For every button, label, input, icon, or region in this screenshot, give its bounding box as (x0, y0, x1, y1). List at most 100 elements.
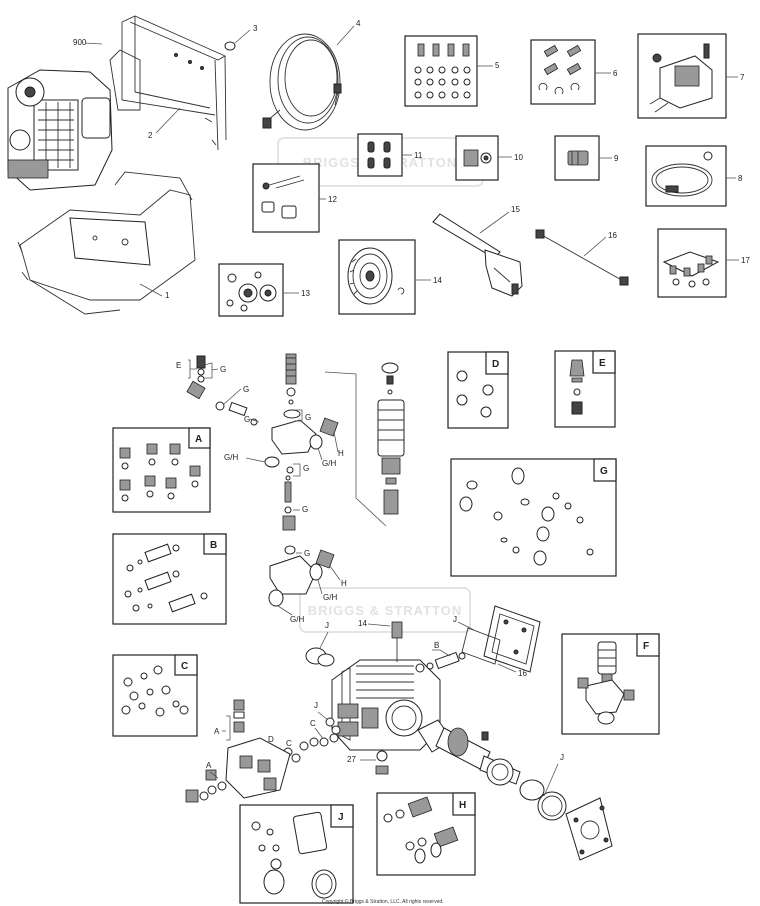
callout-3: 3 (253, 24, 258, 33)
unloader-valve-part (577, 641, 635, 725)
oring-part-3 (224, 41, 236, 51)
callout-12: 12 (328, 195, 337, 204)
kit-17-parts (662, 251, 720, 288)
callout-1: 1 (165, 291, 170, 300)
kit-label-gh-1: G/H (322, 459, 336, 468)
kit-h-parts (383, 796, 459, 864)
kit-e-letter: E (599, 358, 606, 369)
kit-f-tab (636, 633, 660, 657)
frame-base-part (17, 171, 196, 315)
oil-seal-part-j (305, 647, 335, 667)
kit-h-tab (452, 792, 476, 816)
kit-b-parts (124, 543, 208, 613)
kit-label-g-3: G (244, 415, 250, 424)
callout-10: 10 (514, 153, 523, 162)
copyright-text: Copyright © Briggs & Stratton, LLC. All … (322, 898, 444, 905)
rear-cover-part (461, 605, 541, 673)
kit-8-box (645, 145, 727, 207)
kit-label-gh-4: G/H (290, 615, 304, 624)
kit-j-letter: J (338, 812, 344, 823)
kit-11-box (357, 133, 403, 177)
kit-c-parts (121, 665, 189, 717)
kit-5-parts (414, 43, 471, 99)
kit-a-tab (188, 427, 211, 449)
kit-label-d: D (268, 735, 274, 744)
kit-label-j-3: J (314, 701, 318, 710)
callout-5: 5 (495, 61, 500, 70)
callout-14: 14 (433, 276, 442, 285)
callout-17: 17 (741, 256, 750, 265)
kit-g-parts (459, 467, 594, 566)
kit-e-parts (569, 359, 585, 415)
kit-label-j-4: J (560, 753, 564, 762)
kit-6-parts (538, 44, 582, 95)
kit-label-c-1: C (310, 719, 316, 728)
kit-label-c-2: C (286, 739, 292, 748)
pump-housing-part (331, 659, 441, 751)
callout-4: 4 (356, 19, 361, 28)
kit-label-gh-3: G/H (323, 593, 337, 602)
kit-label-g-1: G (220, 365, 226, 374)
pump-callout-27: 27 (347, 755, 356, 764)
wheel-part (347, 247, 405, 305)
kit-d-parts (456, 370, 494, 418)
kit-label-g-6: G (302, 505, 308, 514)
kit-b-tab (203, 533, 227, 555)
callout-15: 15 (511, 205, 520, 214)
kit-d-tab (485, 351, 509, 375)
kit-a-parts (119, 443, 201, 502)
wheel-bearing-part (226, 271, 277, 312)
kit-g-box (450, 458, 617, 577)
suction-hose-part (651, 151, 713, 197)
callout-900: 900 (73, 38, 87, 47)
spray-gun-part (432, 213, 523, 297)
kit-a-letter: A (195, 434, 202, 445)
kit-f-letter: F (643, 641, 649, 652)
kit-label-b-pump: B (434, 641, 439, 650)
kit-label-g-2: G (243, 385, 249, 394)
dipstick-part (391, 621, 403, 662)
kit-c-letter: C (181, 661, 188, 672)
kit-h-letter: H (459, 800, 466, 811)
pump-assembly-part (649, 43, 713, 113)
fitting-part-10 (463, 149, 492, 167)
kit-g-tab (593, 458, 617, 482)
kit-j-parts (251, 811, 337, 899)
crankshaft-part (417, 719, 521, 786)
callout-2: 2 (148, 131, 153, 140)
kit-label-j-2: J (325, 621, 329, 630)
handle-frame-part (109, 15, 227, 151)
svg-text:BRIGGS & STRATTON: BRIGGS & STRATTON (308, 603, 462, 618)
seal-kit-b-exploded (415, 651, 466, 673)
callout-16: 16 (608, 231, 617, 240)
kit-label-a-2: A (206, 761, 212, 770)
pump-callout-16: 16 (518, 669, 527, 678)
callout-8: 8 (738, 174, 743, 183)
callout-9: 9 (614, 154, 619, 163)
wand-part (535, 229, 629, 286)
callout-13: 13 (301, 289, 310, 298)
kit-j-tab (330, 804, 354, 828)
kit-label-j-1: J (453, 615, 457, 624)
kit-c-tab (174, 654, 198, 676)
kit-label-g-4: G (305, 413, 311, 422)
nozzle-set-part (367, 141, 391, 169)
pump-callout-14: 14 (358, 619, 367, 628)
pump-head-part (185, 699, 291, 803)
callout-11: 11 (414, 151, 423, 160)
bolt-kit-part-12 (261, 175, 305, 219)
oring-set-c (283, 733, 339, 763)
kit-b-letter: B (210, 540, 217, 551)
drain-plug-part (375, 750, 389, 775)
callout-6: 6 (613, 69, 618, 78)
kit-6-box (530, 39, 596, 105)
kit-label-gh-2: G/H (224, 453, 238, 462)
kit-label-h-1: H (338, 449, 344, 458)
kit-g-letter: G (600, 466, 608, 477)
kit-label-h-2: H (341, 579, 347, 588)
kit-12-box (252, 163, 320, 233)
quick-connect-part (567, 150, 589, 166)
kit-label-g-5: G (303, 464, 309, 473)
kit-e-tab (592, 350, 616, 374)
